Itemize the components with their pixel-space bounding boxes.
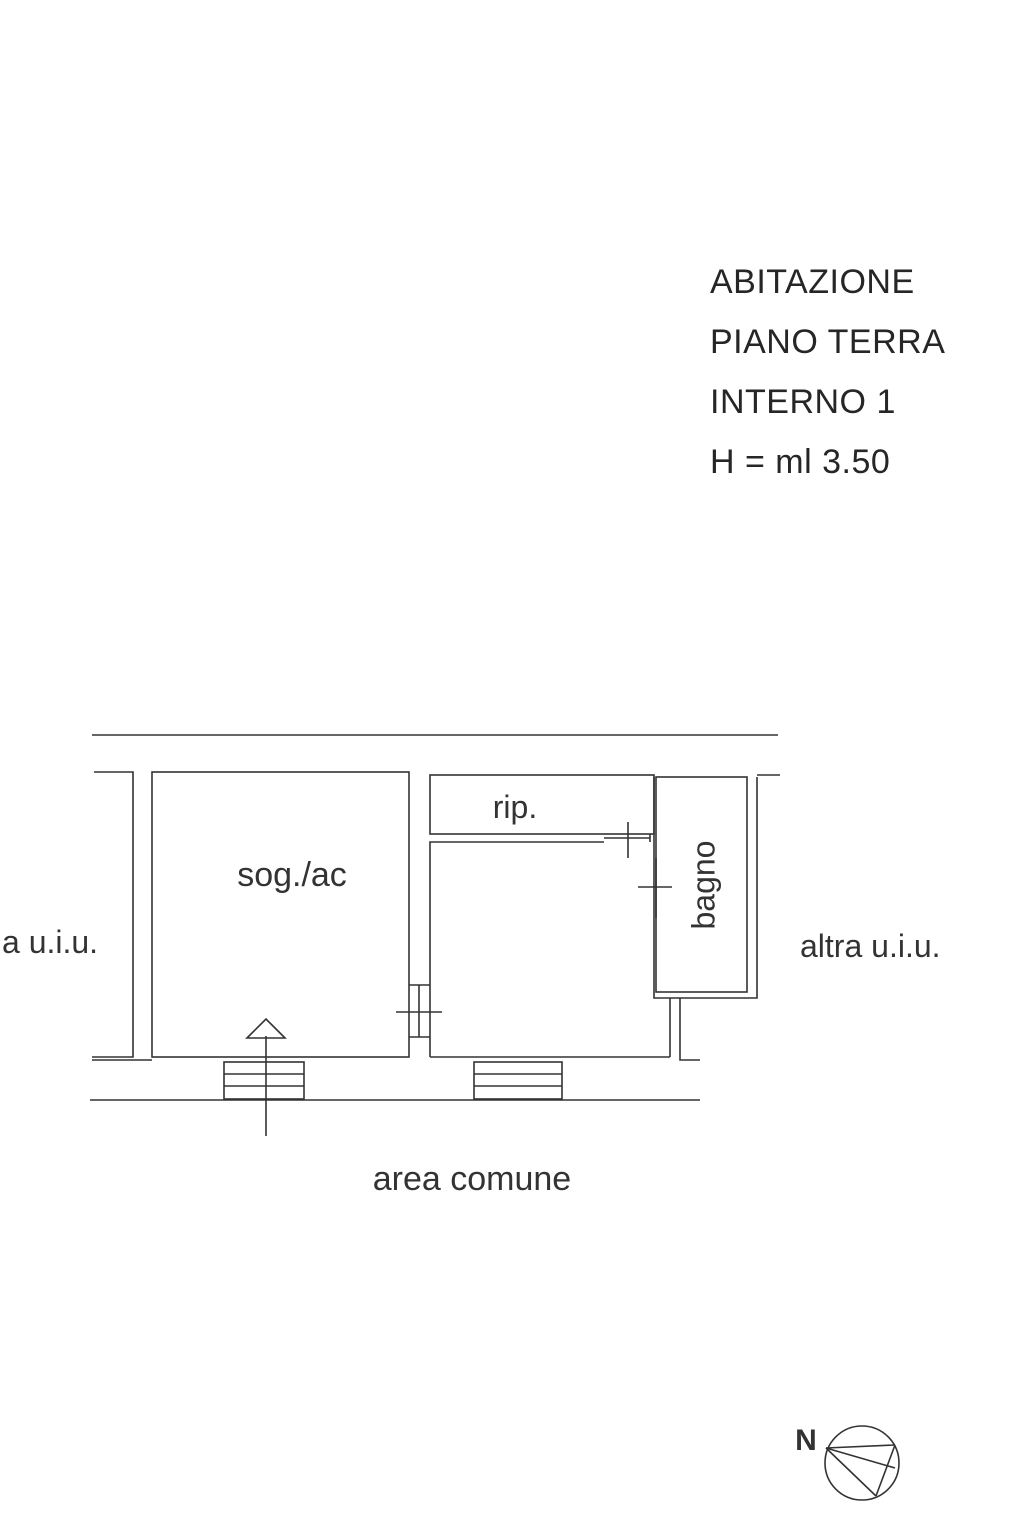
compass-north-label: N — [795, 1424, 817, 1457]
compass-icon — [824, 1425, 900, 1501]
middle-room-walls — [429, 841, 604, 1057]
title-line-1: ABITAZIONE — [710, 263, 915, 301]
neighbor-label-left: a u.i.u. — [2, 924, 98, 960]
room-label-bagno: bagno — [685, 841, 721, 930]
ripostiglio-walls — [429, 774, 655, 835]
title-line-2: PIANO TERRA — [710, 323, 946, 361]
entrance-steps-left — [223, 1061, 305, 1100]
left-neighbor-wall — [92, 771, 134, 1058]
bagno-door-symbol — [638, 858, 672, 918]
entrance-steps-right — [473, 1061, 563, 1100]
room-label-soggiorno: sog./ac — [237, 856, 347, 894]
right-neighbor-bottom — [679, 998, 700, 1061]
soggiorno-walls — [151, 771, 410, 1058]
title-block: ABITAZIONE PIANO TERRA INTERNO 1 H = ml … — [710, 252, 1010, 492]
bagno-inner-walls — [655, 776, 748, 993]
bagno-outer-walls — [653, 777, 758, 999]
entrance-arrow — [245, 1017, 287, 1136]
ripostiglio-door-symbol — [604, 822, 651, 858]
neighbor-label-right: altra u.i.u. — [800, 928, 941, 964]
room-label-ripostiglio: rip. — [493, 789, 537, 825]
interior-door-symbol — [396, 984, 442, 1038]
common-area-label: area comune — [373, 1160, 571, 1198]
title-line-3: INTERNO 1 — [710, 383, 896, 421]
title-line-4: H = ml 3.50 — [710, 443, 891, 481]
